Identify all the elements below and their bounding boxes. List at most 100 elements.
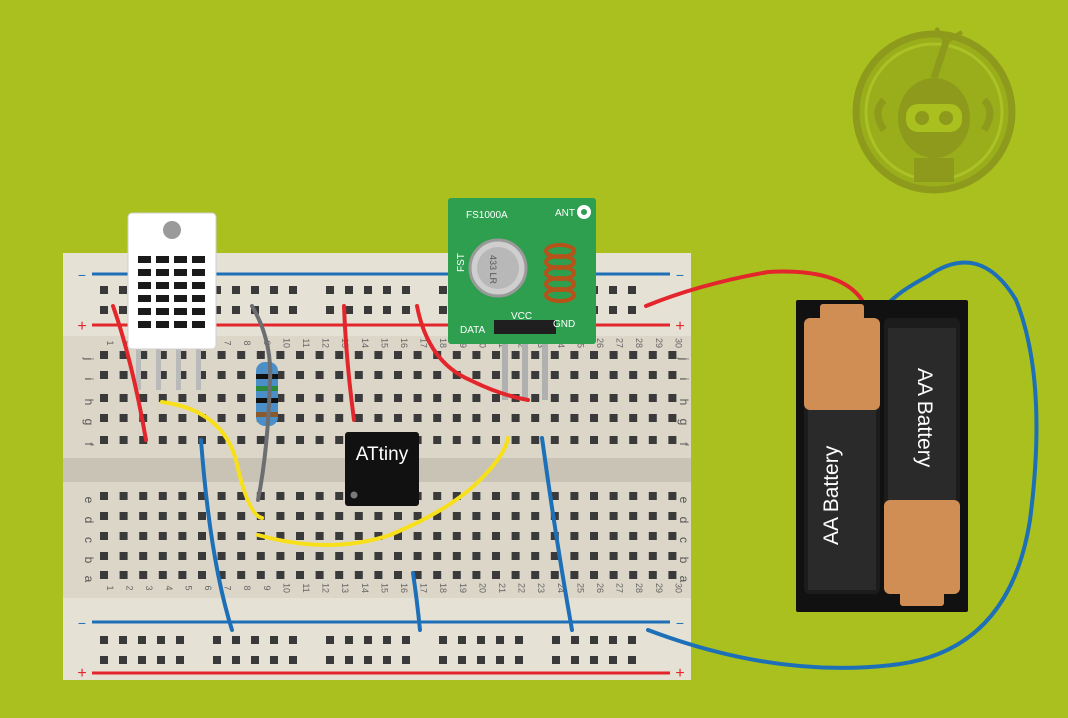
sensor-vent [138, 256, 151, 263]
breadboard-hole [550, 394, 559, 402]
sensor-vent [138, 308, 151, 315]
breadboard-hole [433, 552, 442, 560]
breadboard-hole [217, 492, 226, 500]
column-number: 25 [575, 583, 585, 593]
rail-hole [383, 636, 391, 644]
breadboard-hole [296, 351, 304, 359]
rail-hole [477, 656, 485, 664]
breadboard-hole [570, 552, 579, 560]
breadboard-hole [119, 571, 128, 579]
breadboard-hole [198, 492, 206, 500]
rail-hole [345, 656, 353, 664]
breadboard-hole [119, 436, 128, 444]
column-number: 29 [654, 338, 664, 348]
breadboard-hole [158, 414, 167, 422]
breadboard-hole [315, 492, 324, 500]
rail-hole [477, 636, 485, 644]
breadboard-hole [276, 436, 285, 444]
rail-hole [289, 286, 297, 294]
rail-hole [402, 656, 410, 664]
sensor-vent [192, 282, 205, 289]
breadboard-hole [609, 571, 618, 579]
breadboard-hole [256, 351, 265, 359]
rail-hole [383, 656, 391, 664]
rail-minus-label: − [78, 267, 86, 283]
breadboard-hole [178, 371, 187, 379]
breadboard-hole [158, 351, 167, 359]
breadboard-hole [198, 512, 206, 520]
breadboard-hole [237, 371, 246, 379]
breadboard-hole [237, 571, 246, 579]
breadboard-hole [413, 394, 422, 402]
breadboard-hole [492, 552, 500, 560]
breadboard-hole [374, 351, 383, 359]
breadboard-hole [472, 351, 481, 359]
row-letter: b [82, 557, 96, 564]
breadboard-hole [296, 512, 304, 520]
rail-hole [628, 636, 636, 644]
breadboard-hole [433, 436, 442, 444]
breadboard-hole [590, 394, 598, 402]
rail-hole [571, 636, 579, 644]
breadboard-hole [178, 552, 187, 560]
breadboard-hole [394, 371, 402, 379]
breadboard-hole [550, 571, 559, 579]
row-letter: a [677, 576, 691, 583]
rail-hole [176, 636, 184, 644]
breadboard-hole [629, 414, 638, 422]
sensor-vent [192, 295, 205, 302]
breadboard-hole [158, 371, 167, 379]
wire-yellow [160, 400, 264, 520]
breadboard-hole [531, 492, 540, 500]
battery-label-1: AA Battery [820, 445, 843, 545]
breadboard-hole [452, 492, 461, 500]
breadboard-hole [570, 351, 579, 359]
column-number: 16 [399, 583, 409, 593]
breadboard-hole [629, 436, 638, 444]
breadboard-hole [139, 532, 148, 540]
breadboard-hole [668, 532, 677, 540]
sensor-vent [192, 308, 205, 315]
rail-hole [232, 656, 240, 664]
breadboard-hole [511, 351, 520, 359]
chip-label: ATtiny [356, 444, 409, 465]
breadboard-hole [100, 351, 108, 359]
column-number: 1 [105, 340, 115, 345]
breadboard-hole [511, 414, 520, 422]
column-number: 7 [223, 585, 233, 590]
breadboard-hole [492, 371, 500, 379]
column-number: 14 [360, 583, 370, 593]
breadboard-hole [139, 371, 148, 379]
breadboard-hole [217, 351, 226, 359]
breadboard-hole [472, 532, 481, 540]
breadboard-hole [178, 351, 187, 359]
sensor-vent [138, 269, 151, 276]
column-number: 30 [673, 338, 683, 348]
breadboard-hole [590, 414, 598, 422]
breadboard-hole [119, 492, 128, 500]
breadboard-hole [590, 436, 598, 444]
breadboard-hole [354, 571, 363, 579]
breadboard-hole [139, 571, 148, 579]
breadboard-hole [335, 532, 344, 540]
breadboard-hole [100, 552, 108, 560]
breadboard-hole [413, 371, 422, 379]
breadboard-hole [335, 512, 344, 520]
breadboard-hole [629, 552, 638, 560]
breadboard-hole [668, 351, 677, 359]
column-number: 17 [419, 338, 429, 348]
breadboard-hole [394, 532, 402, 540]
rail-hole [100, 656, 108, 664]
breadboard-hole [374, 394, 383, 402]
row-letter: i [677, 378, 691, 381]
rail-hole [119, 656, 127, 664]
rail-hole [326, 636, 334, 644]
rail-hole [345, 636, 353, 644]
column-number: 30 [673, 583, 683, 593]
column-number: 16 [399, 338, 409, 348]
rail-hole [213, 656, 221, 664]
breadboard-hole [648, 436, 657, 444]
breadboard-hole [237, 552, 246, 560]
breadboard-hole [198, 394, 206, 402]
breadboard-hole [413, 414, 422, 422]
